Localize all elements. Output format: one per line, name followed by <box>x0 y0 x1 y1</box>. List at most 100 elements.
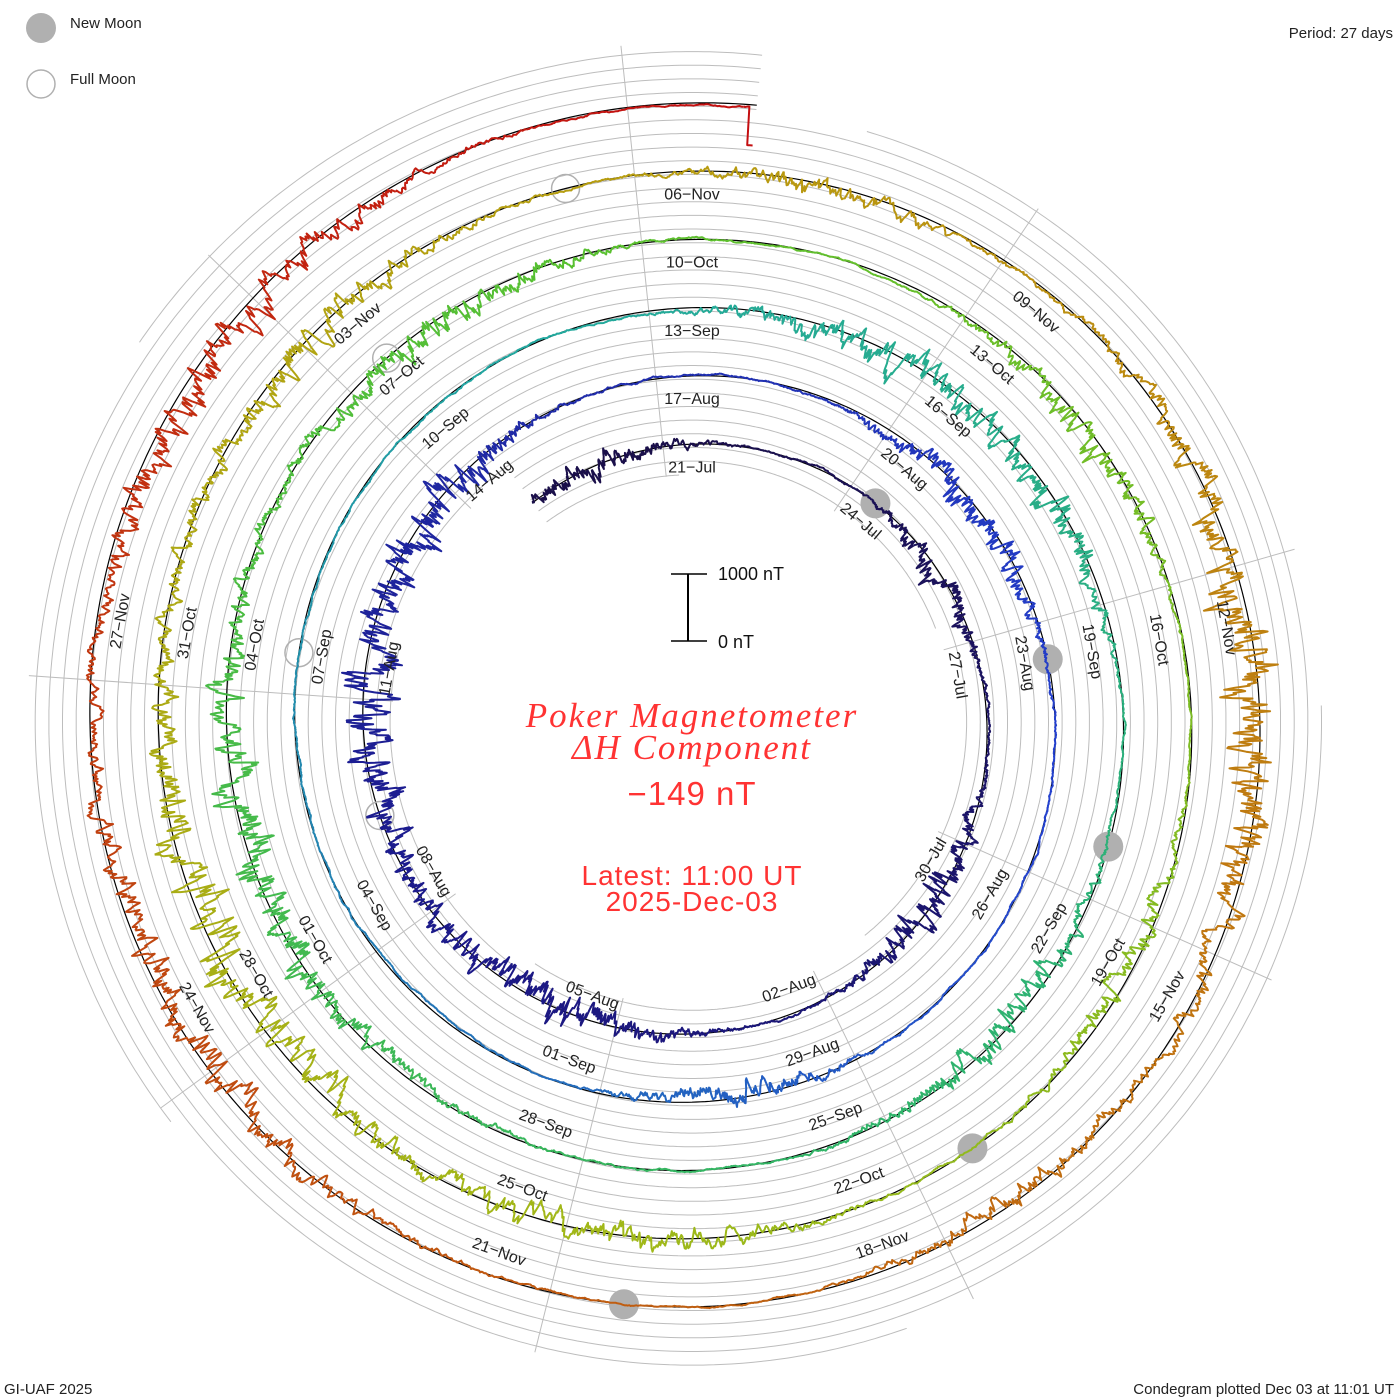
trace-segment <box>345 697 401 735</box>
trace-segment <box>663 1303 732 1310</box>
trace-segment <box>1020 958 1066 998</box>
trace-segment <box>545 397 583 417</box>
latest-date: 2025-Dec-03 <box>606 886 779 917</box>
trace-segment <box>771 244 828 257</box>
trace-segment <box>1128 496 1158 550</box>
trace-segment <box>422 996 459 1029</box>
trace-segment <box>962 803 984 841</box>
trace-segment <box>422 473 457 525</box>
trace-segment <box>983 733 991 769</box>
trace-segment <box>679 439 714 452</box>
trace-segment <box>85 654 105 727</box>
grid-ring <box>692 460 937 629</box>
trace-segment <box>548 248 606 269</box>
chart-title: Poker Magnetometer <box>525 696 858 735</box>
trace-segment <box>342 1198 403 1236</box>
trace-segment <box>713 1077 760 1108</box>
trace-segment <box>687 1027 727 1038</box>
trace-segment <box>1056 405 1099 455</box>
trace-segment <box>1114 660 1125 713</box>
trace-segment <box>837 479 869 497</box>
trace-segment <box>468 1115 519 1139</box>
trace-segment <box>824 1123 873 1152</box>
trace-segment <box>535 1072 580 1090</box>
trace-segment <box>948 954 981 989</box>
grid-ring <box>139 51 692 343</box>
trace-segment <box>107 518 140 587</box>
trace-segment <box>913 1066 961 1103</box>
trace-segment <box>516 1136 567 1157</box>
trace-segment <box>244 1100 294 1155</box>
trace-segment <box>817 396 856 415</box>
date-label: 12−Nov <box>1213 599 1239 657</box>
trace-segment <box>624 1091 670 1103</box>
trace-segment <box>227 270 280 337</box>
trace-segment <box>199 1047 259 1102</box>
grid-ring <box>692 92 758 97</box>
grid-ring <box>62 92 1322 1352</box>
grid-ring <box>335 365 1049 1079</box>
trace-segment <box>235 831 275 883</box>
grid-ring <box>692 64 761 70</box>
trace-segment <box>359 618 399 664</box>
trace-segment <box>526 111 598 131</box>
period-label: Period: 27 days <box>1289 25 1393 42</box>
date-label: 16−Oct <box>1146 613 1172 668</box>
trace-segment <box>465 355 507 385</box>
trace-segment <box>508 413 547 437</box>
grid-ring <box>692 51 763 56</box>
trace-segment <box>395 513 443 553</box>
trace-segment <box>950 839 979 872</box>
trace-segment <box>1052 710 1058 755</box>
trace-segment <box>549 1204 608 1240</box>
trace-segment <box>566 1154 619 1169</box>
latest-time: Latest: 11:00 UT <box>582 860 803 891</box>
grid-ring <box>546 474 680 523</box>
grid-ring <box>157 187 1227 1257</box>
date-label: 28−Sep <box>517 1107 575 1142</box>
trace-segment <box>296 615 310 663</box>
trace-segment <box>317 846 338 891</box>
full-moon-marker <box>365 800 395 831</box>
trace-segment <box>827 974 861 996</box>
grid-ring <box>692 78 760 83</box>
date-label: 13−Sep <box>664 323 720 340</box>
trace-segment <box>842 1043 883 1068</box>
trace-segment <box>530 479 563 504</box>
trace-segment <box>776 453 809 465</box>
trace-segment <box>885 435 931 461</box>
trace-segment <box>457 128 527 156</box>
trace-segment <box>578 1086 625 1098</box>
trace-segment <box>885 914 915 961</box>
grid-spoke <box>208 254 472 509</box>
trace-segment <box>784 1212 845 1233</box>
trace-segment <box>278 230 340 281</box>
trace-segment <box>796 993 829 1016</box>
trace-segment <box>1020 270 1071 315</box>
trace-segment <box>1170 602 1186 660</box>
grid-spoke <box>534 998 624 1353</box>
trace-segment <box>211 778 262 835</box>
full-moon-legend-icon <box>26 69 56 99</box>
trace-segment <box>1075 862 1103 910</box>
grid-ring <box>294 324 1090 1120</box>
trace-segment <box>645 308 695 317</box>
trace-segment <box>293 661 299 710</box>
trace-segment <box>1156 403 1197 469</box>
trace-segment <box>670 103 744 109</box>
trace-segment <box>668 1086 715 1104</box>
trace-segment <box>476 956 517 988</box>
trace-segment <box>1100 610 1118 662</box>
new-moon-legend-icon <box>26 13 56 43</box>
trace-segment <box>560 465 591 491</box>
trace-segment <box>658 373 700 379</box>
trace-segment <box>581 383 620 399</box>
trace-segment <box>529 1283 596 1302</box>
trace-segment <box>1099 813 1114 865</box>
date-label: 18−Nov <box>853 1228 911 1263</box>
trace-segment <box>773 1148 825 1163</box>
trace-segment <box>360 929 392 966</box>
trace-segment <box>339 485 367 528</box>
trace-segment <box>913 542 933 577</box>
trace-segment <box>840 319 890 363</box>
